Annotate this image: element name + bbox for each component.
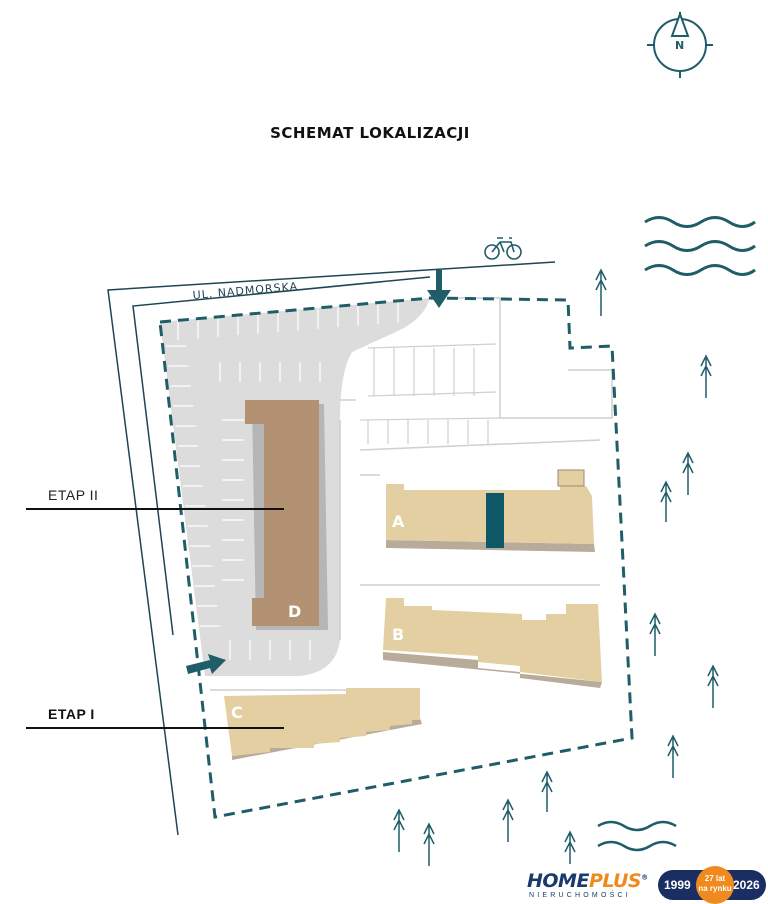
building-a-accent [486,493,504,548]
logo-subtitle: NIERUCHOMOŚCI [529,892,631,899]
tree-icon [667,734,679,778]
stage-i-label: ETAP I [48,706,95,722]
parking-stalls [166,302,399,660]
building-c [224,688,420,756]
page-title: SCHEMAT LOKALIZACJI [270,124,470,142]
building-d-label: D [288,602,301,621]
tree-icon [564,830,576,864]
building-b [383,598,602,682]
logo-home-text: HOME [527,870,589,892]
tree-icon [502,798,514,842]
street-lines [107,261,556,836]
building-b-label: B [392,625,404,644]
logo-registered-mark: ® [641,873,648,882]
logo-plus-text: PLUS [588,870,642,892]
tree-icon [700,354,712,398]
site-boundary [158,296,634,819]
years-line-1: 27 lat [704,874,726,883]
compass-icon: N [647,11,713,78]
waves-icon [644,216,756,276]
arrow-icon [186,654,226,674]
building-b-shadow [383,652,602,688]
year-end: 2026 [733,878,760,892]
building-a-annex [557,469,585,487]
building-a-label: A [392,512,405,531]
access-roads [210,297,613,691]
tree-icon [423,822,435,866]
building-c-label: C [231,703,243,722]
years-line-2: na rynku [698,884,732,893]
year-start: 1999 [664,878,691,892]
logo-wordmark: HOMEPLUS® [527,870,648,892]
bicycle-icon [484,237,522,260]
compass-label: N [675,39,684,52]
tree-icon [707,664,719,708]
tree-icon [649,612,661,656]
tree-icon [541,770,553,812]
stage-ii-label: ETAP II [48,487,99,503]
arrow-icon [427,270,451,308]
tree-icon [393,808,405,852]
waves-icon [597,820,677,852]
tree-icon [682,451,694,495]
parking-stalls-right [359,343,501,444]
building-d [245,400,319,626]
tree-icon [595,268,607,316]
homeplus-logo: HOMEPLUS® NIERUCHOMOŚCI 1999 2026 27 lat… [525,864,766,904]
tree-icon [660,480,672,522]
